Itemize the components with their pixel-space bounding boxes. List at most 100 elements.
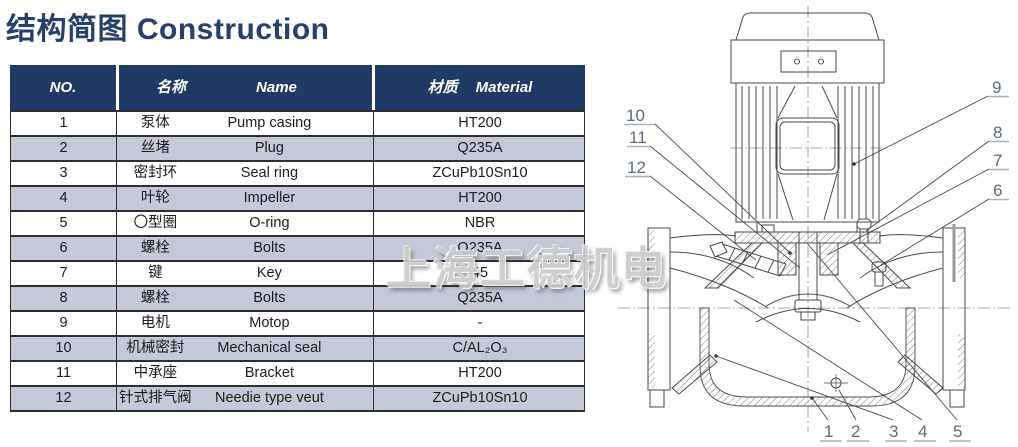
cell-name-en: Mechanical seal bbox=[217, 340, 322, 356]
cell-name-cn: 键 bbox=[148, 265, 163, 281]
callout-5: 5 bbox=[953, 422, 962, 441]
col-header-no: NO. bbox=[10, 65, 116, 110]
cell-name-en: Bracket bbox=[244, 365, 294, 381]
bolt-upper bbox=[856, 218, 872, 230]
table-row: 3 密封环 Seal ring ZCuPb10Sn10 bbox=[11, 160, 584, 185]
table-row: 2 丝堵 Plug Q235A bbox=[11, 135, 584, 160]
impeller bbox=[765, 293, 851, 307]
cell-no: 5 bbox=[11, 212, 117, 235]
centerlines bbox=[618, 6, 1010, 432]
table-row: 8 螺栓 Bolts Q235A bbox=[11, 285, 584, 310]
construction-table: NO. 名称 Name 材质 Material 1 泵体 Pump casing… bbox=[10, 65, 585, 412]
drain-plug bbox=[824, 374, 848, 392]
motor-nameplate bbox=[775, 117, 840, 175]
table-row: 7 键 Key 45 bbox=[11, 260, 584, 285]
table-row: 12 针式排气阀 Needie type veut ZCuPb10Sn10 bbox=[11, 385, 584, 410]
cell-material: NBR bbox=[373, 212, 586, 235]
cell-material: HT200 bbox=[373, 362, 586, 385]
cell-no: 1 bbox=[11, 112, 117, 135]
cell-name-cn: 机械密封 bbox=[126, 340, 185, 356]
col-header-material-en: Material bbox=[475, 79, 533, 96]
volute-bowl bbox=[699, 307, 916, 407]
cell-material: HT200 bbox=[373, 112, 586, 135]
cell-name-cn: 电机 bbox=[140, 315, 170, 331]
cell-name: 电机 Motop bbox=[117, 312, 373, 335]
callout-1: 1 bbox=[824, 422, 833, 441]
col-header-name: 名称 Name bbox=[116, 65, 372, 110]
table-row: 5 〇型圈 O-ring NBR bbox=[11, 210, 584, 235]
pump-casing-drawing bbox=[647, 224, 966, 408]
cell-material: Q235A bbox=[373, 237, 586, 260]
table-row: 11 中承座 Bracket HT200 bbox=[11, 360, 584, 385]
callout-6: 6 bbox=[993, 181, 1002, 200]
cell-name-cn: 丝堵 bbox=[140, 140, 170, 156]
cell-material: ZCuPb10Sn10 bbox=[373, 162, 586, 185]
table-row: 6 螺栓 Bolts Q235A bbox=[11, 235, 584, 260]
cell-name-cn: 螺栓 bbox=[140, 240, 170, 256]
callout-3: 3 bbox=[889, 422, 898, 441]
needle-vent-valve bbox=[709, 241, 787, 277]
cell-name-en: Pump casing bbox=[227, 115, 312, 131]
cell-name-en: Impeller bbox=[243, 190, 296, 206]
cell-name: 〇型圈 O-ring bbox=[117, 212, 373, 235]
table-row: 4 叶轮 Impeller HT200 bbox=[11, 185, 584, 210]
cell-name-cn: 叶轮 bbox=[140, 190, 170, 206]
callout-4: 4 bbox=[918, 422, 927, 441]
mounting-plate bbox=[734, 231, 881, 244]
cell-name: 机械密封 Mechanical seal bbox=[117, 337, 373, 360]
cell-no: 9 bbox=[11, 312, 117, 335]
callout-9: 9 bbox=[992, 78, 1001, 97]
cell-no: 6 bbox=[11, 237, 117, 260]
cell-name: 密封环 Seal ring bbox=[117, 162, 373, 185]
cell-name-cn: 针式排气阀 bbox=[119, 390, 192, 406]
pump-shaft bbox=[798, 232, 818, 300]
table-row: 10 机械密封 Mechanical seal C/AL₂O₃ bbox=[11, 335, 584, 360]
cell-name: 螺栓 Bolts bbox=[117, 287, 373, 310]
cell-material: Q235A bbox=[373, 137, 586, 160]
table-row: 1 泵体 Pump casing HT200 bbox=[11, 110, 584, 135]
cell-name: 泵体 Pump casing bbox=[117, 112, 373, 135]
cell-no: 4 bbox=[11, 187, 117, 210]
cell-name-cn: 螺栓 bbox=[140, 290, 170, 306]
col-header-material: 材质 Material bbox=[372, 65, 585, 110]
table-body: 1 泵体 Pump casing HT200 2 丝堵 Plug Q235A 3… bbox=[10, 110, 585, 412]
col-header-material-cn: 材质 bbox=[427, 79, 458, 96]
cell-no: 11 bbox=[11, 362, 117, 385]
cell-name-cn: 泵体 bbox=[140, 115, 170, 131]
cell-name-cn: 〇型圈 bbox=[133, 215, 178, 231]
cell-name-en: Needie type veut bbox=[214, 390, 324, 406]
callout-leader-lines bbox=[649, 95, 990, 421]
cell-material: C/AL₂O₃ bbox=[373, 337, 586, 360]
page-title: 结构简图 Construction bbox=[6, 13, 330, 46]
cell-no: 8 bbox=[11, 287, 117, 310]
cell-material: HT200 bbox=[373, 187, 586, 210]
motor-fins bbox=[741, 86, 874, 219]
callout-10: 10 bbox=[626, 106, 645, 125]
cell-material: - bbox=[373, 312, 586, 335]
callout-8: 8 bbox=[993, 123, 1002, 142]
cell-name: 针式排气阀 Needie type veut bbox=[117, 387, 373, 410]
mechanical-seal bbox=[777, 242, 797, 276]
cell-name: 叶轮 Impeller bbox=[117, 187, 373, 210]
cell-name-en: Seal ring bbox=[240, 165, 299, 181]
cell-material: 45 bbox=[373, 262, 586, 285]
callout-11: 11 bbox=[629, 128, 647, 147]
cell-name: 丝堵 Plug bbox=[117, 137, 373, 160]
cell-name-en: Plug bbox=[254, 140, 284, 156]
cell-name: 螺栓 Bolts bbox=[117, 237, 373, 260]
cell-material: ZCuPb10Sn10 bbox=[373, 387, 586, 410]
cell-name-en: Bolts bbox=[253, 290, 286, 306]
table-header: NO. 名称 Name 材质 Material bbox=[10, 65, 585, 110]
motor-drawing bbox=[730, 12, 885, 244]
cell-name-en: Motop bbox=[249, 315, 290, 331]
cell-no: 12 bbox=[11, 387, 117, 410]
cell-name-en: Bolts bbox=[253, 240, 286, 256]
cell-no: 7 bbox=[11, 262, 117, 285]
cell-material: Q235A bbox=[373, 287, 586, 310]
cell-name: 中承座 Bracket bbox=[117, 362, 373, 385]
cell-name-en: Key bbox=[256, 265, 282, 281]
table-row: 9 电机 Motop - bbox=[11, 310, 584, 335]
col-header-name-en: Name bbox=[256, 79, 297, 96]
cell-no: 10 bbox=[11, 337, 117, 360]
